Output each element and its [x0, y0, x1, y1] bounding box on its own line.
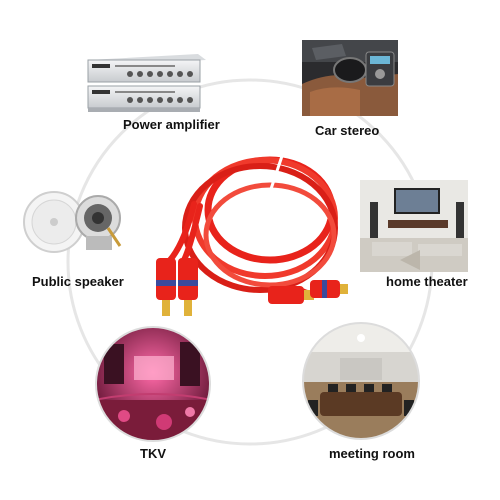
ceiling-speaker-image [23, 191, 122, 253]
label-home-theater: home theater [386, 274, 468, 289]
car-stereo-image [302, 40, 398, 116]
power-amplifier-image [87, 54, 206, 112]
meeting-room-image [302, 322, 420, 440]
karaoke-room-image [95, 326, 211, 442]
label-meeting-room: meeting room [329, 446, 415, 461]
rca-cable-image [156, 154, 348, 316]
home-theater-image [360, 180, 468, 272]
label-car-stereo: Car stereo [315, 123, 380, 138]
label-tkv: TKV [140, 446, 166, 461]
label-public-speaker: Public speaker [32, 274, 124, 289]
label-power-amplifier: Power amplifier [123, 117, 220, 132]
